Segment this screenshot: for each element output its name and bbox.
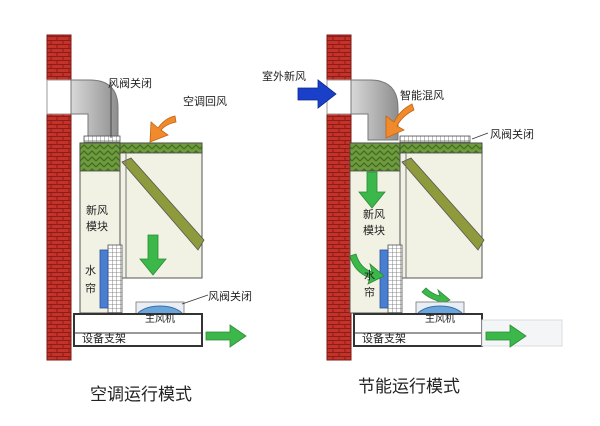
- label-equipment-support: 设备支架: [82, 331, 126, 345]
- wall-opening: [46, 79, 72, 115]
- top-filter: [119, 142, 203, 154]
- filter-pad: [349, 142, 401, 172]
- leader-damper: [471, 132, 489, 140]
- green-down-arrow: [139, 234, 167, 276]
- label-outdoor-fresh-air: 室外新风: [262, 69, 306, 83]
- label-fresh-air-module-2: 模块: [363, 224, 385, 237]
- support-base: [73, 313, 203, 347]
- label-water-curtain-1: 水: [364, 269, 375, 282]
- water-curtain-frame: [387, 244, 403, 314]
- water-curtain: [379, 249, 389, 309]
- label-fresh-air-module-1: 新风: [363, 207, 385, 221]
- label-fresh-air-module-2: 模块: [86, 220, 108, 233]
- diagonal-coil: [401, 157, 485, 251]
- left-panel: 风阀关闭 空调回风 新风 模块 水 帘 风阀关闭 主风机 设备支架 空调运行模式: [46, 34, 252, 405]
- label-damper-closed: 风阀关闭: [490, 127, 534, 141]
- water-curtain-frame: [107, 244, 123, 314]
- label-water-curtain-2: 帘: [364, 285, 375, 299]
- label-water-curtain-2: 帘: [85, 281, 96, 295]
- label-main-fan: 主风机: [145, 312, 175, 325]
- duct-elbow: [70, 79, 119, 141]
- label-water-curtain-1: 水: [85, 264, 96, 277]
- caption-energy-saving-mode: 节能运行模式: [358, 377, 460, 397]
- damper-strip: [399, 135, 471, 143]
- orange-mixed-arrow: [385, 103, 415, 139]
- filter-pad: [79, 142, 121, 172]
- label-return-air: 空调回风: [183, 94, 227, 108]
- label-equipment-support: 设备支架: [362, 331, 406, 345]
- label-fresh-air-module-1: 新风: [86, 203, 108, 217]
- damper-strip: [83, 135, 121, 143]
- green-right-arrow: [205, 324, 247, 348]
- label-main-fan: 主风机: [425, 312, 455, 325]
- green-down-arrow: [358, 171, 386, 209]
- right-panel: 室外新风 智能混风 风阀关闭 新风 模块 水 帘 主风机 设备支架 节能运行模式: [262, 34, 563, 397]
- orange-return-arrow: [149, 115, 177, 143]
- green-right-arrow: [485, 324, 527, 348]
- diagonal-coil: [121, 157, 205, 251]
- green-curve-arrow: [349, 253, 385, 285]
- label-damper-closed-top: 风阀关闭: [108, 76, 152, 90]
- label-smart-mixed-air: 智能混风: [400, 88, 444, 102]
- water-curtain: [99, 249, 109, 309]
- caption-ac-mode: 空调运行模式: [90, 385, 192, 405]
- top-filter: [399, 142, 483, 154]
- leader-damper-bottom: [181, 294, 209, 305]
- blue-outdoor-arrow: [297, 79, 337, 109]
- label-damper-closed-bottom: 风阀关闭: [208, 289, 252, 303]
